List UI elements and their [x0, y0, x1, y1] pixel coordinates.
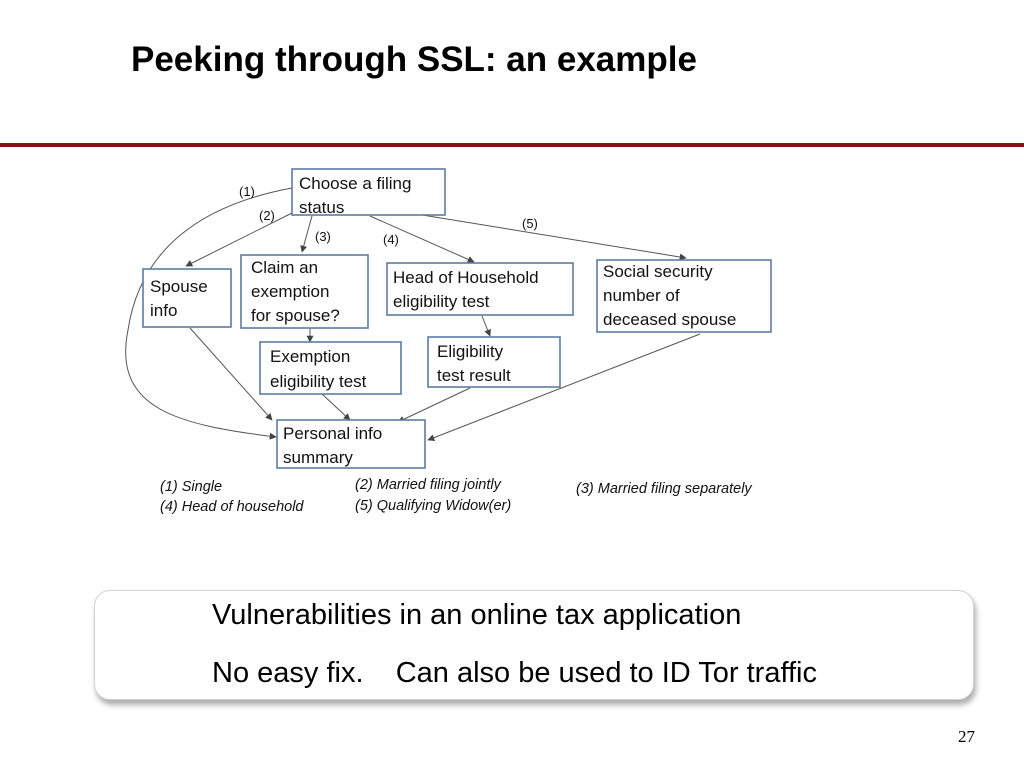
svg-text:Personal info: Personal info: [283, 424, 382, 443]
svg-text:Spouse: Spouse: [150, 277, 208, 296]
legend-item-5: (5) Qualifying Widow(er): [355, 498, 511, 514]
edge-label-2: (2): [259, 208, 275, 223]
node-head-of-household: Head of Household eligibility test: [386, 262, 574, 316]
svg-text:test result: test result: [437, 366, 511, 385]
flow-diagram: (1) (2) (3) (4) (5) Choose a filing stat…: [125, 168, 772, 515]
node-eligibility-result: Eligibility test result: [427, 336, 561, 388]
node-social-security: Social security number of deceased spous…: [596, 259, 772, 333]
edge-hoh-to-result: [481, 315, 491, 337]
node-spouse-info: Spouse info: [142, 268, 232, 328]
edge-ssn-to-summary: [427, 333, 701, 441]
edge-2-married-jointly: [185, 211, 295, 267]
title-divider: [0, 143, 1024, 147]
svg-text:Claim an: Claim an: [251, 258, 318, 277]
svg-text:status: status: [299, 198, 344, 217]
callout-line-1: Vulnerabilities in an online tax applica…: [212, 599, 742, 631]
page-number: 27: [958, 727, 975, 746]
svg-text:deceased spouse: deceased spouse: [603, 310, 736, 329]
edge-label-5: (5): [522, 216, 538, 231]
edge-1-single: [125, 187, 293, 440]
slide-title: Peeking through SSL: an example: [131, 40, 697, 79]
svg-text:for spouse?: for spouse?: [251, 306, 340, 325]
diagram-legend: (1) Single (2) Married filing jointly (3…: [160, 477, 752, 515]
edge-3-married-separately: [300, 215, 313, 253]
svg-text:Eligibility: Eligibility: [437, 342, 504, 361]
svg-text:exemption: exemption: [251, 282, 329, 301]
node-filing-status: Choose a filing status: [291, 168, 446, 217]
edge-result-to-summary: [397, 387, 471, 423]
svg-text:summary: summary: [283, 448, 353, 467]
legend-item-3: (3) Married filing separately: [576, 481, 752, 497]
svg-text:eligibility test: eligibility test: [393, 292, 490, 311]
svg-text:eligibility test: eligibility test: [270, 372, 367, 391]
svg-text:Choose a filing: Choose a filing: [299, 174, 411, 193]
svg-text:Exemption: Exemption: [270, 347, 350, 366]
diagram-edges: [125, 187, 701, 441]
callout-box: [94, 590, 974, 700]
callout-line-2: No easy fix. Can also be used to ID Tor …: [212, 657, 817, 689]
node-personal-summary: Personal info summary: [276, 419, 426, 469]
edge-label-3: (3): [315, 229, 331, 244]
edge-label-4: (4): [383, 232, 399, 247]
legend-item-2: (2) Married filing jointly: [355, 477, 502, 493]
legend-item-1: (1) Single: [160, 479, 222, 495]
edge-5-qualifying-widow: [403, 211, 687, 261]
node-exemption-test: Exemption eligibility test: [259, 341, 402, 395]
svg-text:Head of Household: Head of Household: [393, 268, 539, 287]
edge-4-head-of-household: [369, 215, 475, 263]
edge-label-1: (1): [239, 184, 255, 199]
edge-exemption-to-summary: [321, 393, 351, 421]
svg-text:Social security: Social security: [603, 262, 713, 281]
svg-text:info: info: [150, 301, 177, 320]
svg-text:number of: number of: [603, 286, 680, 305]
node-claim-exemption: Claim an exemption for spouse?: [240, 254, 369, 329]
legend-item-4: (4) Head of household: [160, 499, 304, 515]
edge-spouse-to-summary: [189, 327, 273, 421]
